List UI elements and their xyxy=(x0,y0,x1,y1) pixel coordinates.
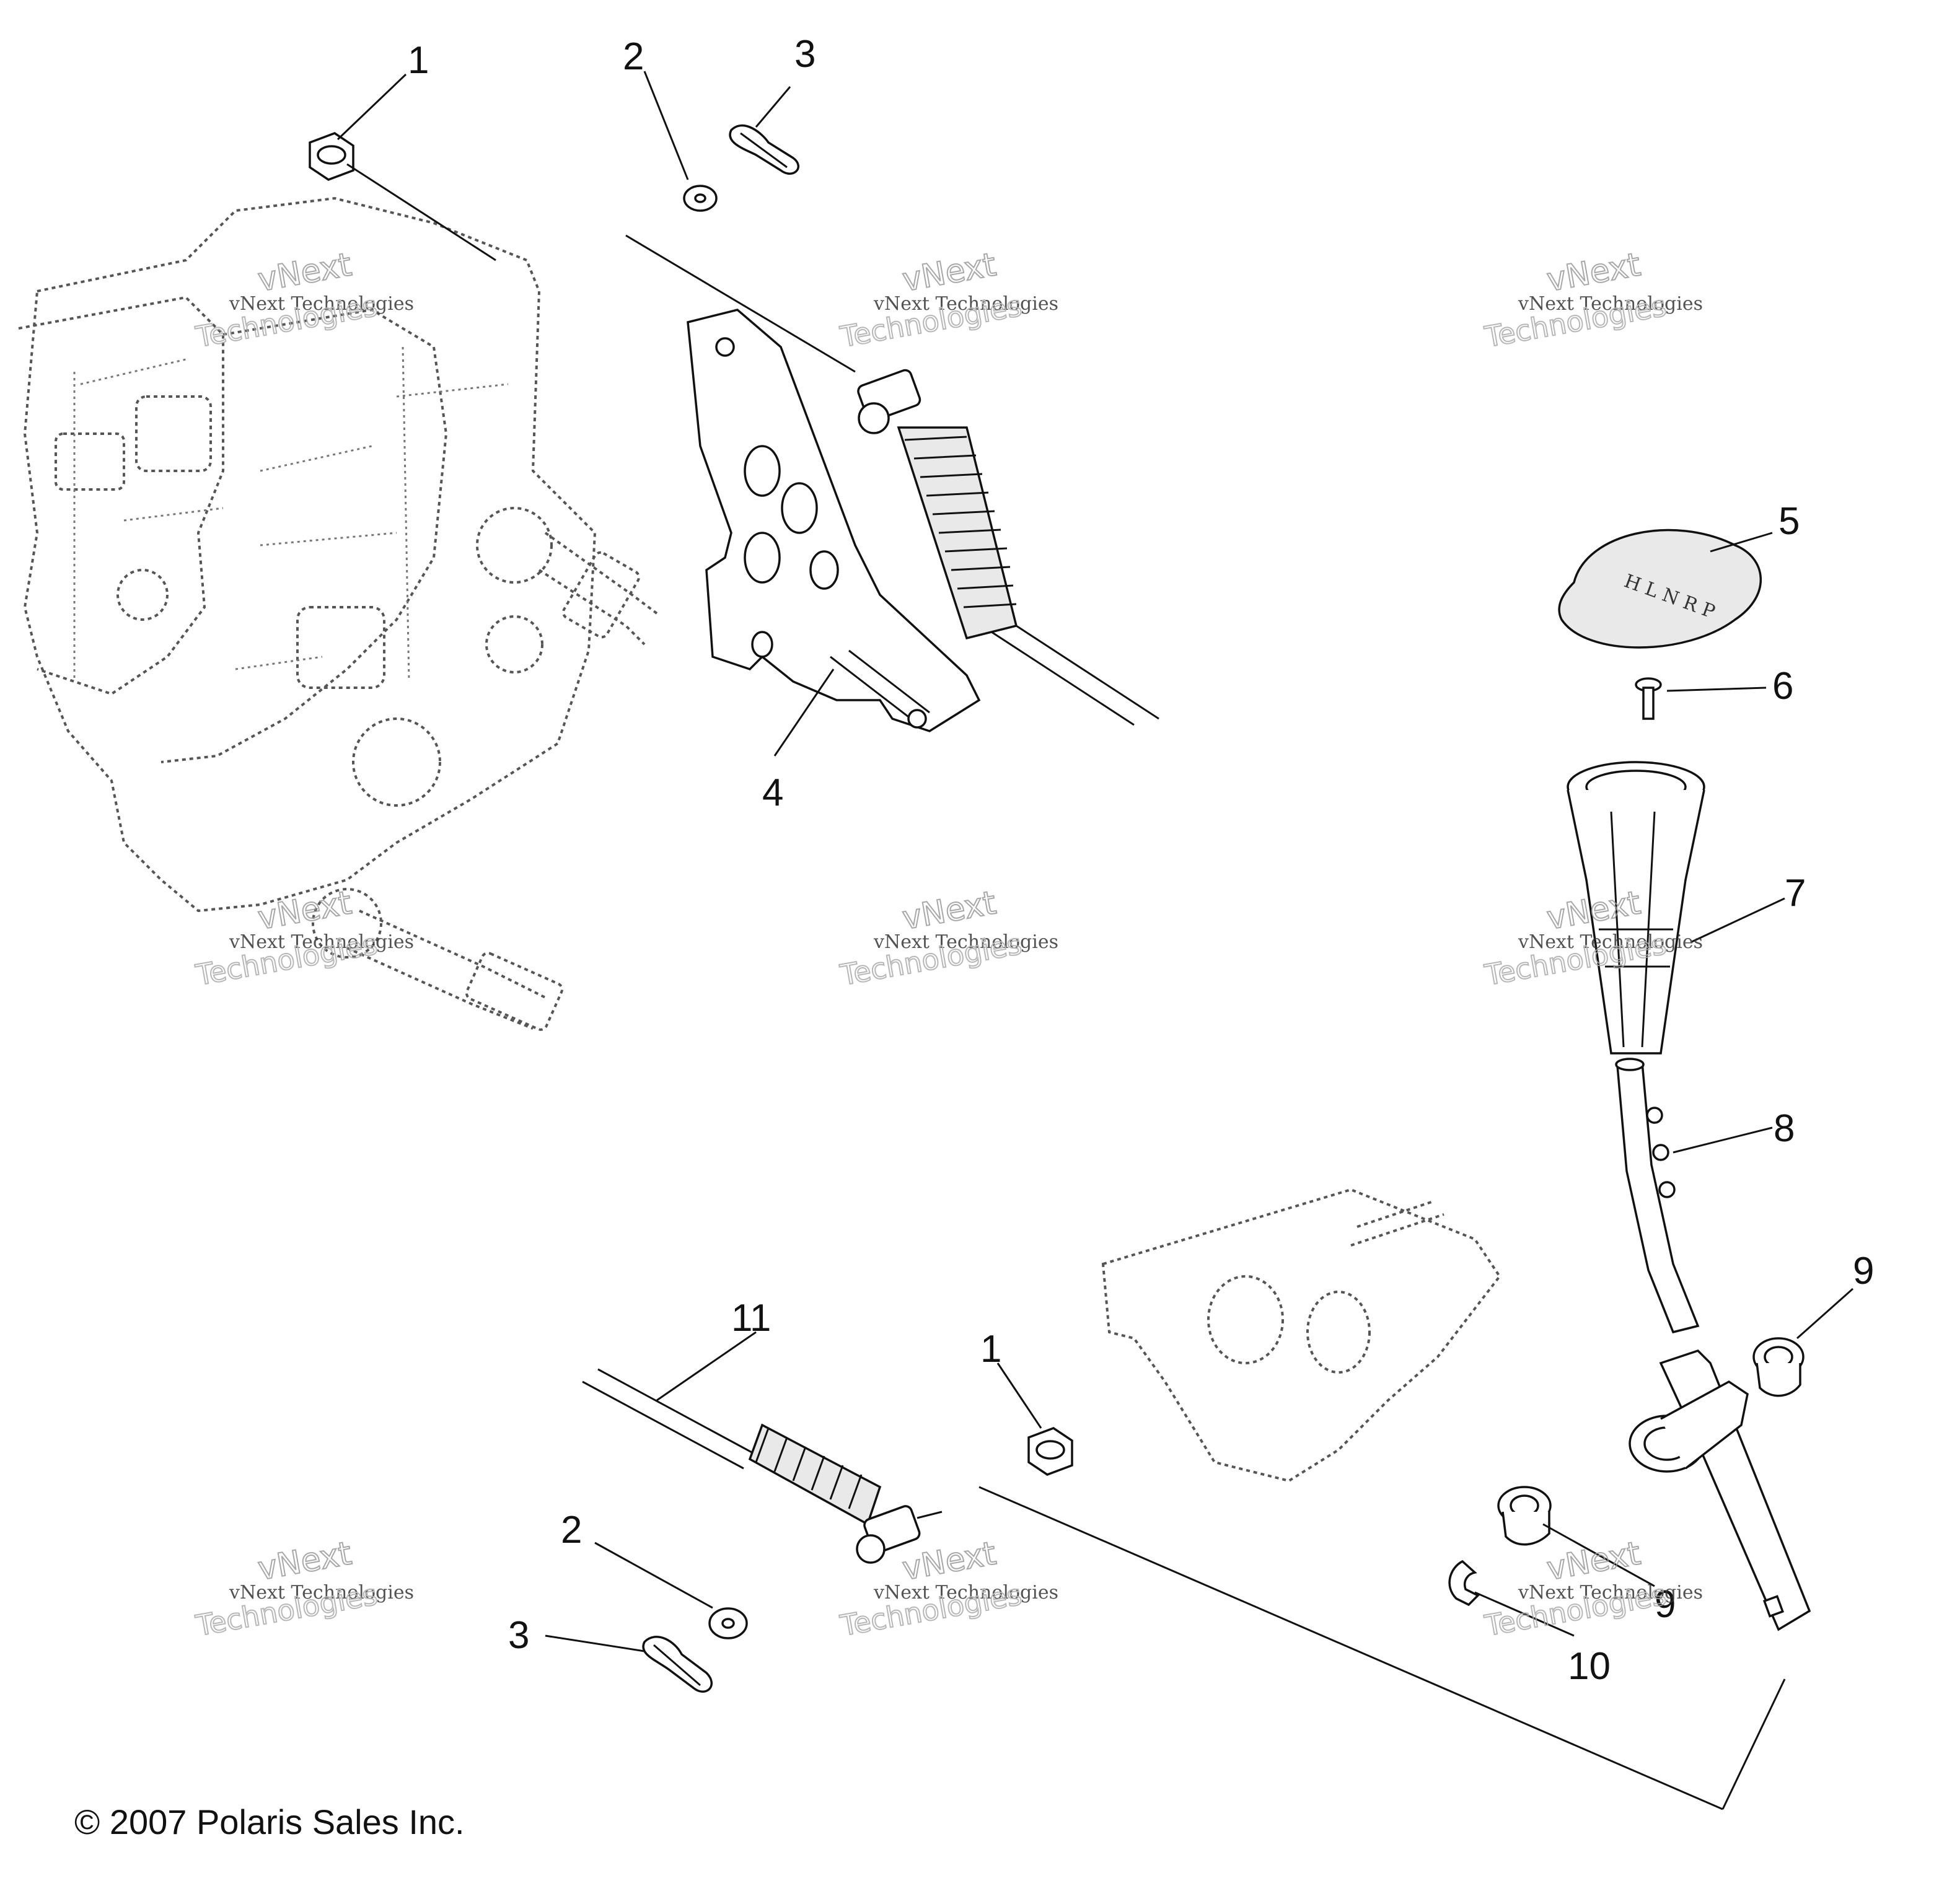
callout-10: 10 xyxy=(1568,1645,1611,1688)
copyright-notice: © 2007 Polaris Sales Inc. xyxy=(74,1802,465,1841)
svg-text:vNext: vNext xyxy=(900,246,999,299)
callout-2-lower: 2 xyxy=(561,1509,582,1551)
callout-8: 8 xyxy=(1774,1107,1795,1150)
callout-1-upper: 1 xyxy=(408,39,429,82)
shift-knob: H L N R P xyxy=(1558,529,1762,649)
svg-text:vNext Technologies: vNext Technologies xyxy=(1518,293,1703,315)
svg-text:vNext Technologies: vNext Technologies xyxy=(873,931,1058,953)
watermark: vNext vNext Technologies Technologies xyxy=(193,1534,414,1643)
shift-lever xyxy=(1615,1058,1811,1631)
callout-5: 5 xyxy=(1778,500,1800,543)
transmission-outline xyxy=(18,196,658,1031)
watermark: vNext vNext Technologies Technologies xyxy=(193,884,414,993)
bushing-upper xyxy=(1752,1337,1805,1397)
callout-numbers: 1 2 3 4 5 6 7 8 9 11 1 2 3 9 10 xyxy=(408,33,1874,1688)
watermark: vNext vNext Technologies Technologies xyxy=(1482,245,1703,354)
callout-2-upper: 2 xyxy=(623,35,644,78)
callout-9-lower: 9 xyxy=(1655,1583,1676,1626)
shift-bracket-outline xyxy=(1101,1188,1501,1483)
watermark: vNext vNext Technologies Technologies xyxy=(837,245,1058,354)
nut-lower xyxy=(1027,1427,1073,1476)
svg-text:vNext: vNext xyxy=(255,246,354,299)
callout-1-lower: 1 xyxy=(980,1328,1001,1371)
callout-11: 11 xyxy=(731,1297,771,1340)
svg-text:vNext: vNext xyxy=(1544,246,1643,299)
clip-upper xyxy=(729,124,799,175)
svg-text:vNext: vNext xyxy=(900,884,999,937)
shift-boot xyxy=(1567,761,1705,1055)
mount-bracket xyxy=(687,309,981,732)
watermark: vNext vNext Technologies Technologies xyxy=(837,884,1058,993)
svg-text:vNext: vNext xyxy=(1544,1535,1643,1587)
nut-upper xyxy=(309,132,496,261)
svg-text:vNext: vNext xyxy=(255,884,354,937)
svg-text:vNext Technologies: vNext Technologies xyxy=(1518,931,1703,953)
svg-text:vNext Technologies: vNext Technologies xyxy=(873,293,1058,315)
clip-lower xyxy=(642,1635,713,1693)
callout-7: 7 xyxy=(1785,872,1806,915)
svg-text:vNext Technologies: vNext Technologies xyxy=(229,293,414,315)
bushing-lower xyxy=(1497,1486,1552,1546)
svg-text:vNext: vNext xyxy=(255,1535,354,1587)
washer-lower xyxy=(708,1607,748,1639)
callout-3-upper: 3 xyxy=(794,33,816,76)
svg-text:vNext: vNext xyxy=(900,1535,999,1587)
lower-shift-cable xyxy=(582,1368,1786,1810)
svg-text:vNext Technologies: vNext Technologies xyxy=(229,1582,414,1603)
svg-text:vNext Technologies: vNext Technologies xyxy=(229,931,414,953)
callout-6: 6 xyxy=(1772,665,1793,708)
watermark: vNext vNext Technologies Technologies xyxy=(1482,1534,1703,1643)
svg-text:vNext Technologies: vNext Technologies xyxy=(1518,1582,1703,1603)
e-clip xyxy=(1448,1560,1480,1607)
callout-4: 4 xyxy=(762,771,783,814)
screw xyxy=(1635,677,1662,720)
leader-lines xyxy=(336,71,1853,1652)
callout-3-lower: 3 xyxy=(508,1614,529,1657)
watermark: vNext vNext Technologies Technologies xyxy=(193,245,414,354)
callout-9-upper: 9 xyxy=(1853,1250,1874,1292)
upper-shift-cable xyxy=(625,234,1159,726)
washer-upper xyxy=(683,185,718,212)
svg-text:vNext Technologies: vNext Technologies xyxy=(873,1582,1058,1603)
